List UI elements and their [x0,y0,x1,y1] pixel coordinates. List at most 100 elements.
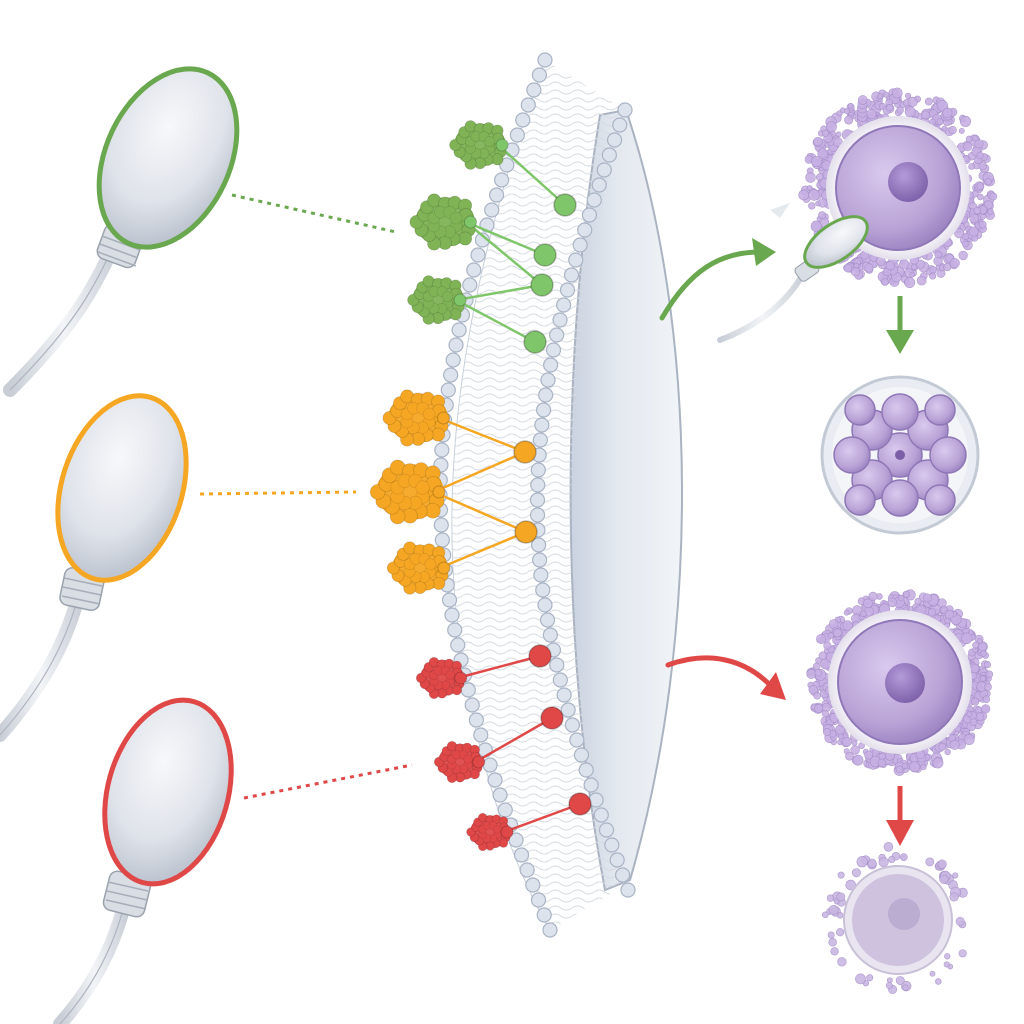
granulosa-cell [805,172,816,183]
degenerating-egg [821,842,968,994]
lipid-head [530,477,546,493]
lipid-head [534,417,550,433]
lipid-head [598,822,615,838]
granulosa-cell [810,155,823,168]
granulosa-cell [963,734,975,745]
granulosa-cell [885,982,893,990]
lipid-head [531,552,548,568]
granulosa-cell [934,251,942,259]
lipid-head [539,612,556,628]
granulosa-cell [936,118,944,126]
granulosa-cell [976,638,983,644]
granulosa-cell [881,278,889,286]
receptor-node [514,520,538,544]
sperm-head [55,393,189,583]
granulosa-cell [909,271,916,278]
lipid-head [609,852,625,868]
granulosa-cell [887,597,898,608]
receptor-node [523,330,547,354]
lipid-head [542,627,558,643]
granulosa-cell [836,912,844,919]
granulosa-cell [955,916,965,926]
granulosa-cell [821,709,829,718]
lipid-head [441,592,458,608]
lipid-head [578,762,594,778]
lipid-head [572,237,588,253]
dotted-connector-orange [199,490,357,496]
ligand-cluster [433,740,486,784]
lipid-head [620,882,636,898]
granulosa-cell [837,733,844,740]
lipid-head [614,867,631,883]
lipid-head [583,777,599,793]
granulosa-cell [834,724,845,735]
granulosa-cell [954,228,965,239]
granulosa-cell [959,115,972,128]
granulosa-cell [978,642,987,652]
lipid-head [484,202,500,218]
lipid-head [549,327,565,343]
granulosa-cell [877,758,886,767]
granulosa-cell [837,957,847,967]
binding-line [497,144,566,206]
lipid-head [617,102,633,118]
blastomere [844,394,876,426]
granulosa-cell [857,95,868,105]
granulosa-cell [982,695,991,703]
unfertilized-egg [806,589,994,776]
granulosa-cell [810,220,822,232]
lipid-head [468,712,485,728]
granulosa-cell [821,129,829,137]
blastomere [833,436,871,474]
granulosa-cell [944,609,955,620]
granulosa-cell [821,911,829,919]
lipid-head [466,262,482,278]
granulosa-cell [980,650,987,657]
granulosa-cell [977,193,984,201]
granulosa-cell [958,949,967,958]
lipid-head [473,727,489,743]
lipid-head [531,537,547,553]
granulosa-cell [978,161,988,171]
granulosa-cell [828,904,839,915]
lipid-head [519,862,535,878]
granulosa-cell [970,663,980,674]
lipid-head [434,532,450,548]
cleavage-embryo [820,375,980,535]
granulosa-cell [944,953,951,960]
granulosa-cell [808,189,820,201]
granulosa-cell [895,765,904,774]
granulosa-cell [814,703,824,713]
granulosa-cell [972,641,980,649]
granulosa-cell [929,970,936,977]
lipid-head [606,132,623,148]
lipid-head [593,807,609,823]
granulosa-cell [949,739,960,750]
lipid-head [525,877,541,893]
granulosa-cell [975,712,985,721]
granulosa-cell [856,856,868,868]
granulosa-cell [989,192,998,201]
granulosa-cell [969,213,980,224]
granulosa-cell [837,871,845,879]
binding-line [457,654,541,680]
granulosa-cell [897,594,905,602]
granulosa-cell [968,163,975,170]
sperm-head [102,697,234,887]
lipid-head [494,172,510,188]
granulosa-cell [835,131,842,138]
lipid-head [569,732,585,748]
down-arrow-red [886,786,914,846]
lipid-head [564,717,581,733]
granulosa-cell [968,226,979,237]
granulosa-cell [973,206,982,215]
granulosa-cell [987,208,994,215]
lipid-head [487,772,503,788]
granulosa-cell [817,148,828,159]
granulosa-cell [867,858,877,869]
granulosa-cell [850,267,861,277]
binding-line [439,530,527,570]
lipid-head [434,442,450,458]
lipid-head [509,127,525,143]
granulosa-cell [983,682,992,691]
